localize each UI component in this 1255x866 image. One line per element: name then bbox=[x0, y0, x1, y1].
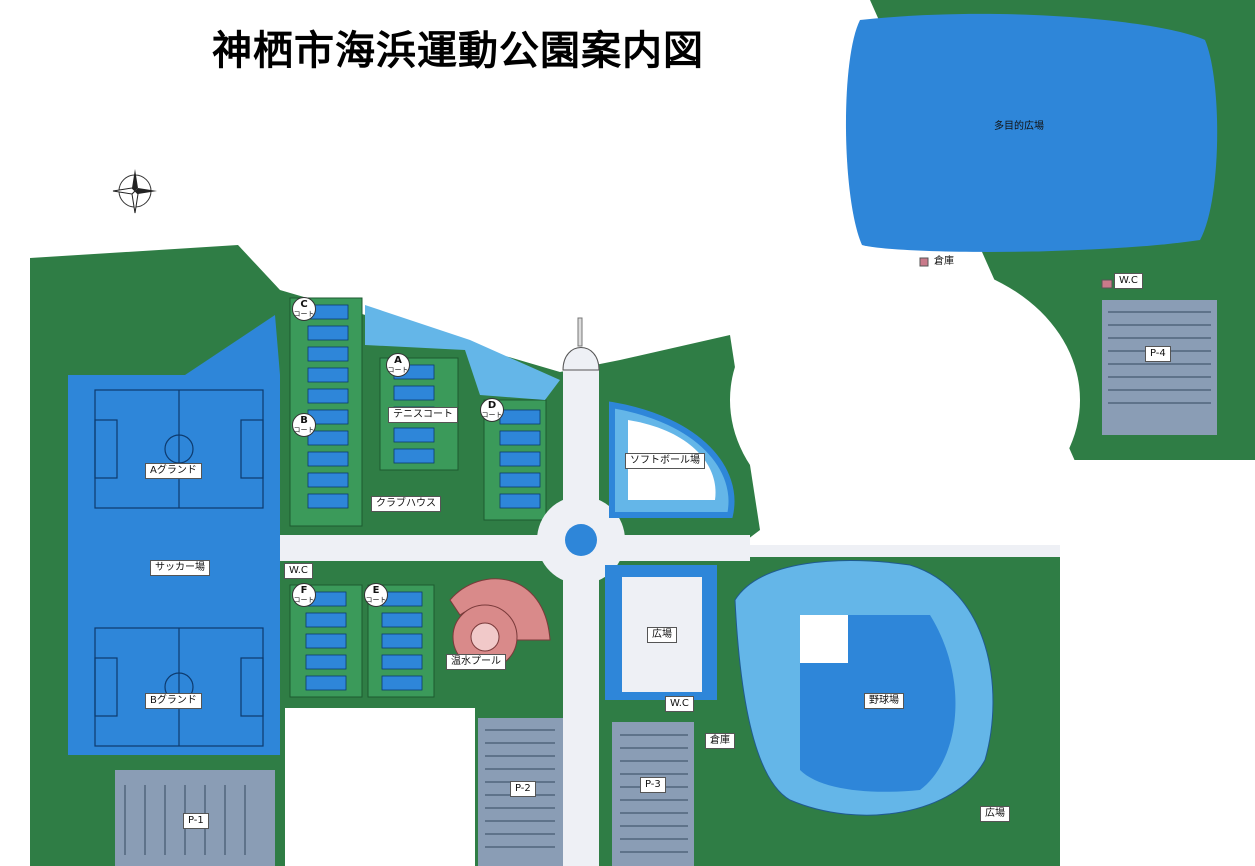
court-letter: B bbox=[300, 415, 308, 426]
tennis-court bbox=[307, 493, 349, 509]
gate-pole bbox=[577, 317, 583, 347]
pond-north bbox=[365, 305, 560, 400]
multipurpose-plaza-area bbox=[845, 13, 1218, 252]
tennis-court bbox=[307, 472, 349, 488]
label-parking-p2: P-2 bbox=[510, 781, 536, 797]
court-letter: A bbox=[394, 355, 402, 366]
southwest-white-lot bbox=[285, 708, 475, 866]
court-word: コート bbox=[293, 596, 315, 604]
court-badge-d: D コート bbox=[480, 398, 504, 422]
label-tennis: テニスコート bbox=[388, 407, 458, 423]
label-wc-west: W.C bbox=[284, 563, 313, 579]
east-white-lot bbox=[1060, 460, 1255, 866]
court-word: コート bbox=[293, 426, 315, 434]
court-badge-c: C コート bbox=[292, 297, 316, 321]
tennis-court bbox=[381, 633, 423, 649]
label-wc-center: W.C bbox=[665, 696, 694, 712]
label-parking-p3: P-3 bbox=[640, 777, 666, 793]
court-letter: F bbox=[300, 585, 308, 596]
tennis-court bbox=[307, 346, 349, 362]
central-fountain bbox=[565, 524, 597, 556]
label-plaza-south: 広場 bbox=[980, 806, 1010, 822]
tennis-court bbox=[499, 472, 541, 488]
tennis-court bbox=[307, 367, 349, 383]
label-warehouse-north: 倉庫 bbox=[934, 256, 954, 267]
pool-inner bbox=[470, 622, 500, 652]
north-gate bbox=[562, 347, 600, 371]
court-letter: C bbox=[300, 299, 308, 310]
tennis-court bbox=[499, 409, 541, 425]
court-badge-a: A コート bbox=[386, 353, 410, 377]
label-ground-b: Bグランド bbox=[145, 693, 202, 709]
tennis-court bbox=[305, 612, 347, 628]
tennis-court-rects bbox=[305, 304, 541, 691]
warehouse-north-bldg bbox=[919, 257, 929, 267]
tennis-court bbox=[381, 591, 423, 607]
tennis-court bbox=[381, 654, 423, 670]
tennis-court bbox=[381, 612, 423, 628]
tennis-court bbox=[499, 451, 541, 467]
label-plaza-center: 広場 bbox=[647, 627, 677, 643]
label-multipurpose-plaza: 多目的広場 bbox=[994, 121, 1044, 132]
tennis-court bbox=[307, 451, 349, 467]
map-title: 神栖市海浜運動公園案内図 bbox=[212, 28, 704, 74]
label-pool: 温水プール bbox=[446, 654, 506, 670]
label-wc-p4: W.C bbox=[1114, 273, 1143, 289]
label-softball: ソフトボール場 bbox=[625, 453, 705, 469]
tennis-court bbox=[305, 654, 347, 670]
tennis-court bbox=[499, 493, 541, 509]
tennis-court bbox=[307, 430, 349, 446]
court-word: コート bbox=[387, 366, 409, 374]
label-parking-p4: P-4 bbox=[1145, 346, 1171, 362]
court-word: コート bbox=[293, 310, 315, 318]
label-soccer: サッカー場 bbox=[150, 560, 210, 576]
label-ground-a: Aグランド bbox=[145, 463, 202, 479]
tennis-court bbox=[381, 675, 423, 691]
paths bbox=[280, 370, 1060, 866]
tennis-court bbox=[305, 633, 347, 649]
central-oval-field bbox=[730, 260, 1080, 540]
label-baseball: 野球場 bbox=[864, 693, 904, 709]
tennis-court bbox=[393, 427, 435, 443]
tennis-court bbox=[307, 325, 349, 341]
label-clubhouse: クラブハウス bbox=[371, 496, 441, 512]
tennis-court bbox=[307, 388, 349, 404]
tennis-court bbox=[393, 385, 435, 401]
soccer-north-strip bbox=[185, 315, 280, 375]
court-letter: D bbox=[487, 400, 497, 411]
parking-stall-lines bbox=[124, 311, 1211, 855]
court-badge-f: F コート bbox=[292, 583, 316, 607]
tennis-court bbox=[499, 430, 541, 446]
court-badge-b: B コート bbox=[292, 413, 316, 437]
tennis-court bbox=[305, 675, 347, 691]
tennis-court bbox=[393, 448, 435, 464]
label-warehouse-south: 倉庫 bbox=[705, 733, 735, 749]
court-badge-e: E コート bbox=[364, 583, 388, 607]
label-parking-p1: P-1 bbox=[183, 813, 209, 829]
court-word: コート bbox=[365, 596, 387, 604]
court-letter: E bbox=[372, 585, 380, 596]
baseball-infield bbox=[800, 615, 848, 663]
court-word: コート bbox=[481, 411, 503, 419]
wc-p4-bldg bbox=[1101, 279, 1113, 289]
compass-rose-icon bbox=[112, 169, 157, 214]
